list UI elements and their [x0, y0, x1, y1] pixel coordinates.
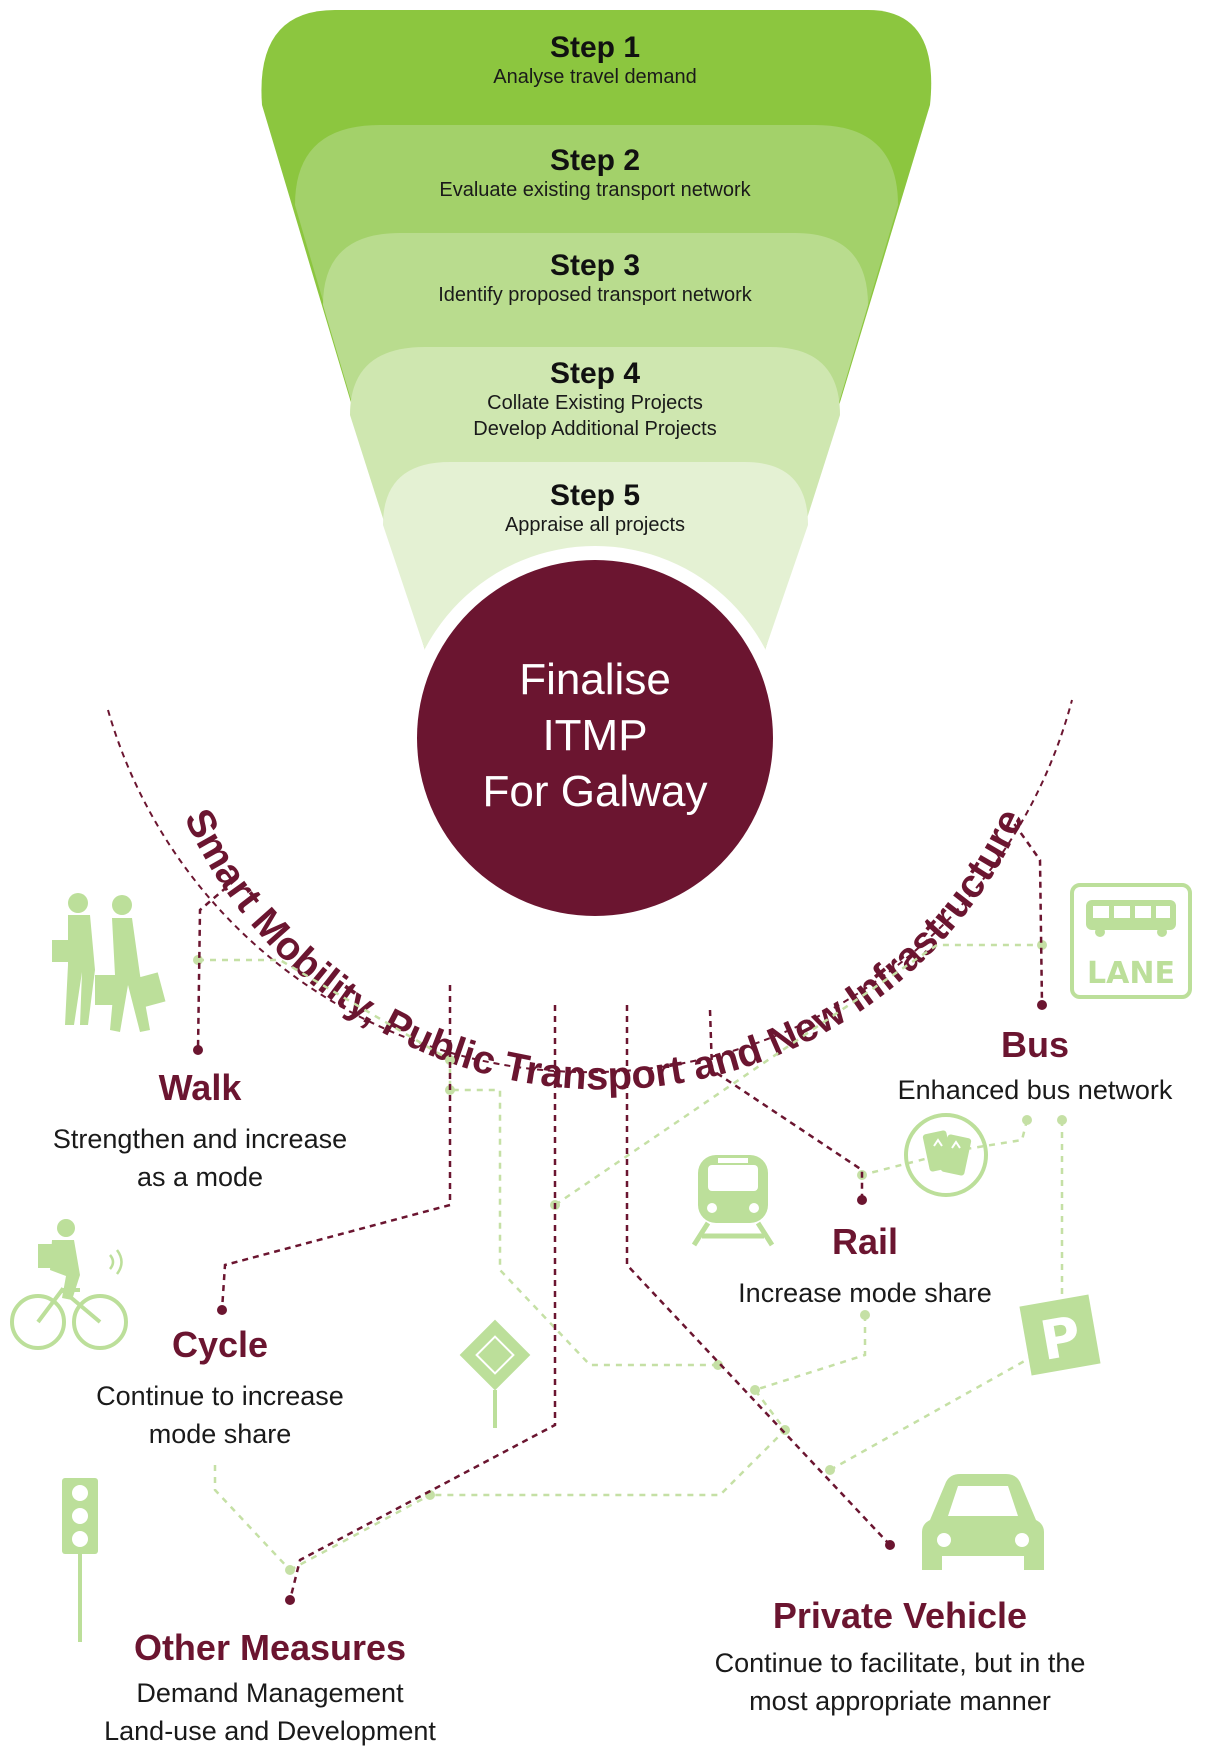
step-3-title: Step 3 — [549, 249, 641, 282]
bus-title: Bus — [1000, 1024, 1069, 1065]
step-2-label: Step 2 Evaluate existing transport netwo… — [355, 145, 835, 203]
car-icon — [922, 1474, 1044, 1570]
private-vehicle-description-line-2: most appropriate manner — [749, 1686, 1051, 1716]
traffic-light-icon — [62, 1478, 98, 1642]
bus-lane-icon: LANE — [1070, 883, 1192, 999]
cycle-label: Cycle Continue to increase mode share — [40, 1325, 400, 1453]
cycle-description-line-1: Continue to increase — [96, 1381, 344, 1411]
maroon-connector-dots — [193, 1000, 1047, 1605]
walk-title: Walk — [158, 1067, 242, 1108]
cycle-description-line-2: mode share — [148, 1419, 292, 1449]
rail-title: Rail — [831, 1221, 899, 1262]
other-measures-title: Other Measures — [133, 1627, 407, 1668]
bus-label: Bus Enhanced bus network — [860, 1025, 1210, 1109]
center-line-3: For Galway — [482, 767, 708, 816]
step-1-label: Step 1 Analyse travel demand — [395, 32, 795, 90]
walking-people-icon — [52, 893, 166, 1032]
step-4-description-line-2: Develop Additional Projects — [473, 418, 717, 440]
dashed-arc — [107, 699, 1073, 1074]
step-3-description: Identify proposed transport network — [438, 284, 752, 306]
step-2-description: Evaluate existing transport network — [439, 179, 751, 201]
maroon-connectors — [196, 814, 1044, 1601]
walk-label: Walk Strengthen and increase as a mode — [20, 1068, 380, 1196]
parking-sign-icon: P — [1019, 1294, 1101, 1376]
step-2-title: Step 2 — [549, 144, 641, 177]
step-5-label: Step 5 Appraise all projects — [395, 480, 795, 538]
center-label: Finalise ITMP For Galway — [445, 652, 745, 820]
other-measures-description-line-1: Demand Management — [136, 1678, 404, 1708]
walk-description-line-2: as a mode — [136, 1162, 264, 1192]
green-connector-dots — [193, 940, 1067, 1575]
center-circle — [417, 560, 773, 916]
center-line-1: Finalise — [519, 655, 671, 704]
rail-description: Increase mode share — [738, 1278, 992, 1308]
center-line-2: ITMP — [542, 711, 648, 760]
step-4-label: Step 4 Collate Existing Projects Develop… — [395, 358, 795, 442]
diamond-road-sign-icon — [459, 1319, 531, 1428]
cyclist-icon — [10, 1219, 128, 1350]
step-3-label: Step 3 Identify proposed transport netwo… — [355, 250, 835, 308]
step-5-title: Step 5 — [549, 479, 641, 512]
other-measures-description-line-2: Land-use and Development — [104, 1716, 436, 1746]
cycle-title: Cycle — [171, 1324, 269, 1365]
step-1-title: Step 1 — [549, 31, 641, 64]
rail-label: Rail Increase mode share — [700, 1222, 1030, 1312]
private-vehicle-label: Private Vehicle Continue to facilitate, … — [660, 1596, 1140, 1720]
train-icon — [691, 1155, 775, 1247]
private-vehicle-title: Private Vehicle — [772, 1595, 1028, 1636]
other-measures-label: Other Measures Demand Management Land-us… — [60, 1628, 480, 1750]
bus-description: Enhanced bus network — [897, 1075, 1173, 1105]
bus-lane-sign-text: LANE — [1087, 956, 1175, 991]
walk-description-line-1: Strengthen and increase — [52, 1124, 348, 1154]
private-vehicle-description-line-1: Continue to facilitate, but in the — [714, 1648, 1086, 1678]
step-1-description: Analyse travel demand — [493, 66, 697, 88]
step-5-description: Appraise all projects — [504, 514, 686, 536]
step-4-title: Step 4 — [549, 357, 641, 390]
tickets-icon — [904, 1113, 988, 1197]
step-4-description-line-1: Collate Existing Projects — [487, 392, 703, 414]
